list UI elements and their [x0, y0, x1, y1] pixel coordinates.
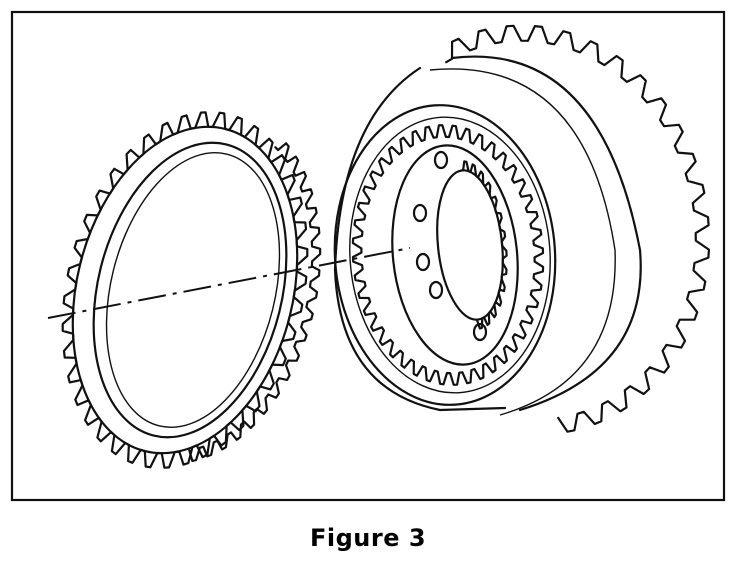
left-gear-rim-inner	[92, 141, 288, 439]
carrier-bolt-holes	[412, 150, 488, 342]
left-gear-bore	[105, 152, 281, 428]
right-drum-assembly	[333, 24, 710, 433]
carrier-hub-outer	[391, 144, 519, 366]
figure-caption: Figure 3	[309, 524, 427, 552]
figure-border	[10, 10, 726, 502]
left-ring-gear	[61, 111, 322, 469]
right-drum-shell-inner	[429, 68, 616, 416]
right-drum-inner-splines	[351, 124, 545, 386]
left-gear-rim-outer	[71, 125, 299, 455]
carrier-hub-splines	[460, 160, 508, 330]
right-drum-front-face	[333, 66, 507, 412]
right-drum-shell-edge	[450, 55, 642, 412]
gear-assembly-drawing	[10, 10, 726, 502]
figure-illustration	[10, 10, 726, 502]
left-gear-back-teeth	[188, 142, 322, 462]
carrier-hub-bore	[436, 169, 504, 321]
right-drum-outer-splines	[445, 24, 710, 433]
left-gear-outer-teeth	[61, 111, 309, 469]
right-drum-inner-rim	[349, 116, 551, 394]
right-drum-front-rim	[333, 104, 557, 406]
axis-centerline	[47, 247, 411, 319]
